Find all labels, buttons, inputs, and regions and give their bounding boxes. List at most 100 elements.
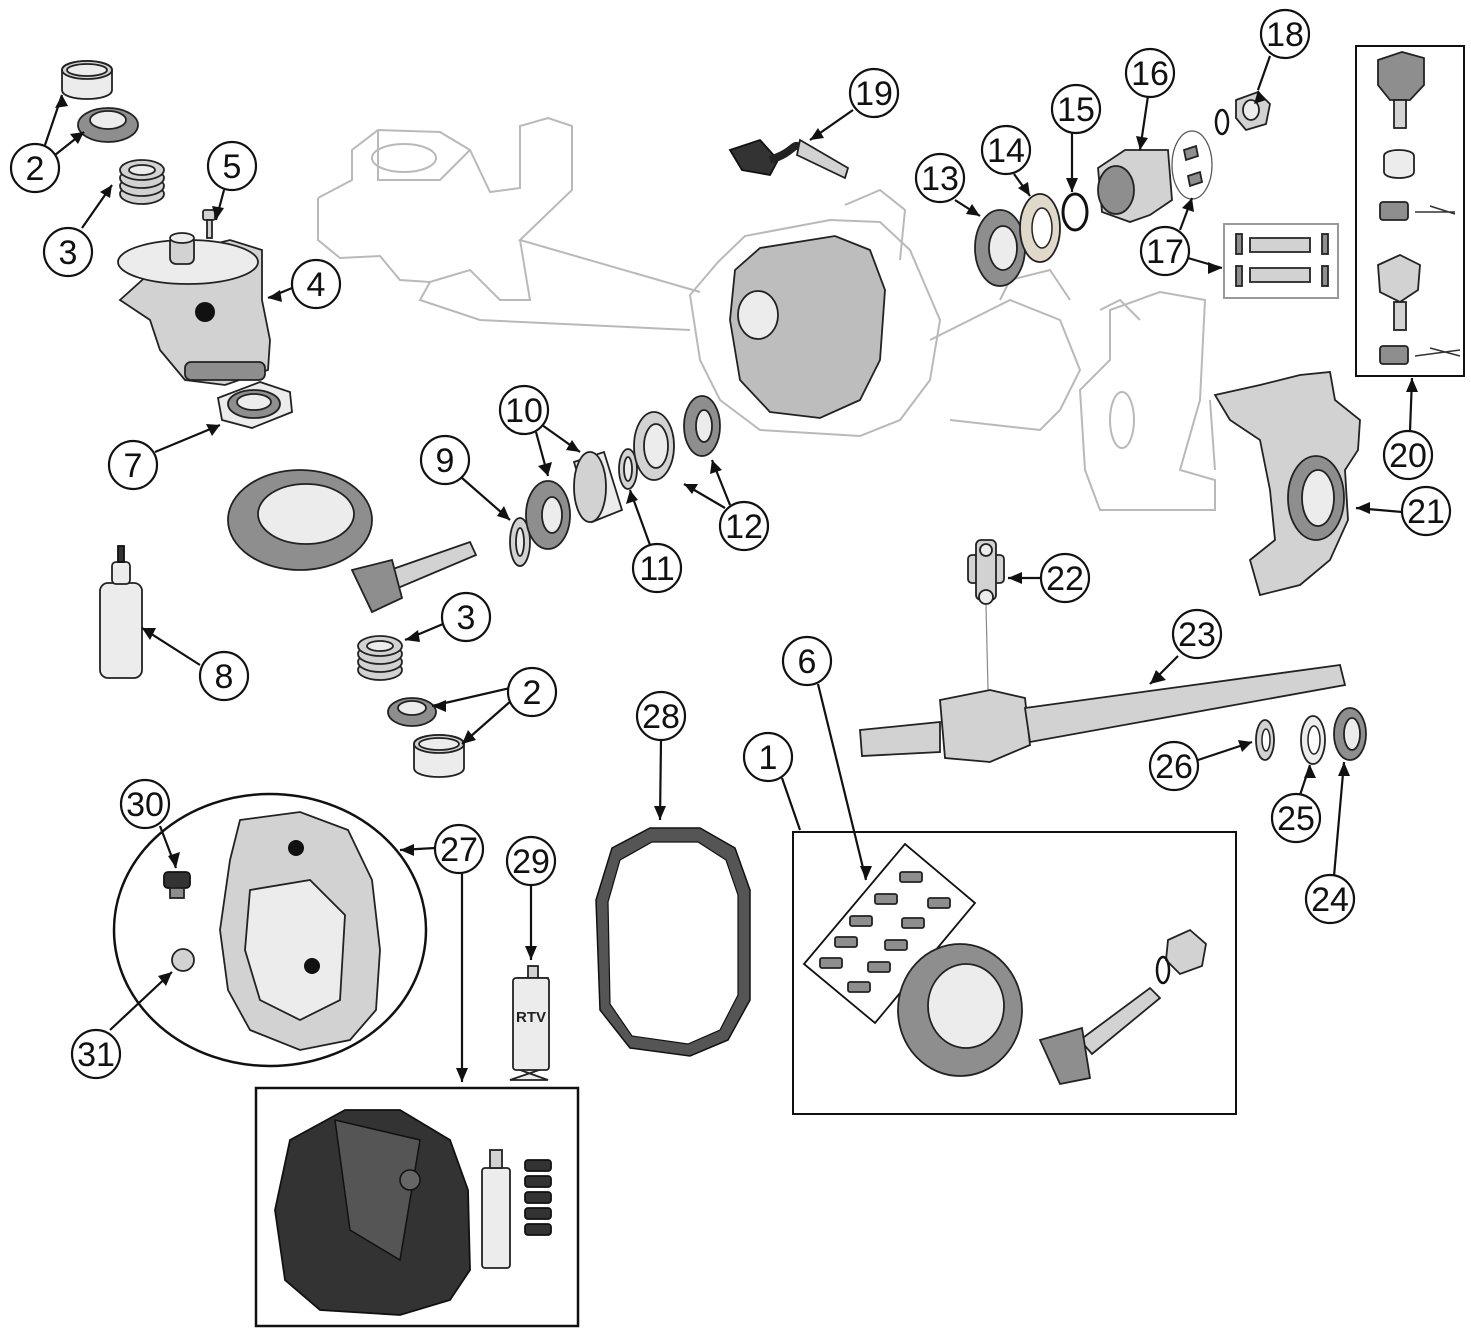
callout-label: 5 — [223, 148, 242, 186]
callout-c31: 31 — [70, 1028, 122, 1080]
pinion-washer — [509, 517, 531, 567]
u-bolt-strap-kit — [1223, 223, 1339, 299]
axle-shaft — [859, 663, 1347, 763]
callout-circle — [1171, 608, 1223, 660]
callout-c29: 29 — [505, 835, 557, 887]
callout-circle — [206, 140, 258, 192]
callout-label: 15 — [1057, 91, 1095, 129]
callout-label: 26 — [1155, 748, 1193, 786]
axle-thrust-washer — [1300, 715, 1326, 765]
callout-c3a: 3 — [42, 226, 94, 278]
u-joint-clips — [1171, 130, 1213, 200]
callout-circle — [9, 142, 61, 194]
callout-c17: 17 — [1139, 225, 1191, 277]
pinion-gear — [350, 540, 478, 614]
ring-gear — [227, 469, 373, 571]
callout-c9: 9 — [419, 434, 471, 486]
callout-label: 19 — [855, 75, 893, 113]
callout-label: 28 — [642, 698, 680, 736]
callout-circle — [119, 778, 171, 830]
callout-label: 22 — [1046, 560, 1084, 598]
callout-circle — [42, 226, 94, 278]
callout-c26: 26 — [1148, 740, 1200, 792]
ring-gear-bolts — [819, 871, 951, 993]
callout-label: 29 — [512, 843, 550, 881]
callout-circle — [1124, 47, 1176, 99]
callout-c25: 25 — [1270, 792, 1322, 844]
axle-seal — [1333, 707, 1367, 761]
callout-circle — [1050, 83, 1102, 135]
callout-label: 7 — [124, 447, 143, 485]
callout-label: 9 — [436, 442, 455, 480]
callout-c15: 15 — [1050, 83, 1102, 135]
callout-label: 27 — [440, 831, 478, 869]
u-joint-leader — [985, 604, 989, 691]
callout-label: 31 — [77, 1036, 115, 1074]
callout-label: 8 — [215, 658, 234, 696]
callout-circle — [107, 439, 159, 491]
callout-label: 30 — [126, 786, 164, 824]
callout-label: 1 — [759, 739, 778, 777]
callout-c20: 20 — [1382, 429, 1434, 481]
callout-circle — [198, 650, 250, 702]
crush-sleeve-washer — [618, 448, 638, 490]
callout-circle — [505, 835, 557, 887]
callout-c7: 7 — [107, 439, 159, 491]
callout-label: 14 — [987, 132, 1025, 170]
fill-plug — [163, 871, 191, 899]
callout-c30: 30 — [119, 778, 171, 830]
callout-c19: 19 — [848, 67, 900, 119]
callout-circle — [70, 1028, 122, 1080]
differential-case — [117, 232, 271, 386]
bearing-adjuster-plate — [216, 381, 293, 429]
callout-c18: 18 — [1259, 8, 1311, 60]
axle-housing-outline — [317, 116, 1216, 511]
callout-c23: 23 — [1171, 608, 1223, 660]
callout-circle — [290, 258, 342, 310]
housing-pinion-boss — [737, 290, 779, 340]
callout-circle — [635, 690, 687, 742]
pinion-bearing — [525, 480, 571, 550]
housing-cover-plate — [729, 235, 886, 419]
bearing-cone-top — [77, 107, 139, 143]
steering-knuckle — [1213, 371, 1361, 597]
callout-circle — [742, 731, 794, 783]
callout-circle — [419, 434, 471, 486]
callout-c22: 22 — [1039, 552, 1091, 604]
drain-plug — [171, 948, 195, 972]
callout-circle — [433, 823, 485, 875]
abs-sensor — [728, 138, 850, 180]
callout-c12: 12 — [718, 500, 770, 552]
bearing-race-cup-top — [61, 60, 113, 100]
shim-stack-lower — [357, 635, 403, 681]
callout-c8: 8 — [198, 650, 250, 702]
ring-and-pinion-kit — [792, 831, 1237, 1115]
pinion-nut-washer — [1214, 108, 1230, 136]
callout-circle — [498, 384, 550, 436]
callout-label: 13 — [921, 160, 959, 198]
ball-joint-kit — [1355, 45, 1465, 377]
callout-circle — [440, 591, 492, 643]
pinion-nut — [1235, 90, 1271, 132]
callout-circle — [914, 152, 966, 204]
rtv-sealant-tube: RTV — [509, 965, 550, 1081]
callout-circle — [506, 666, 558, 718]
callout-c28: 28 — [635, 690, 687, 742]
callout-c6: 6 — [781, 635, 833, 687]
callout-label: 18 — [1266, 16, 1304, 54]
callout-label: 6 — [798, 643, 817, 681]
callout-circle — [781, 635, 833, 687]
callout-c1: 1 — [742, 731, 794, 783]
cover-bolts — [524, 1159, 552, 1236]
callout-circle — [1139, 225, 1191, 277]
callout-label: 25 — [1277, 800, 1315, 838]
callout-c14: 14 — [980, 124, 1032, 176]
callout-c4: 4 — [290, 258, 342, 310]
callout-circle — [631, 542, 683, 594]
stock-diff-cover-group — [112, 792, 428, 1068]
callout-circle — [1148, 740, 1200, 792]
callout-circle — [980, 124, 1032, 176]
callout-label: 3 — [59, 234, 78, 272]
u-joint — [967, 539, 1005, 605]
callout-label: 11 — [639, 550, 674, 588]
